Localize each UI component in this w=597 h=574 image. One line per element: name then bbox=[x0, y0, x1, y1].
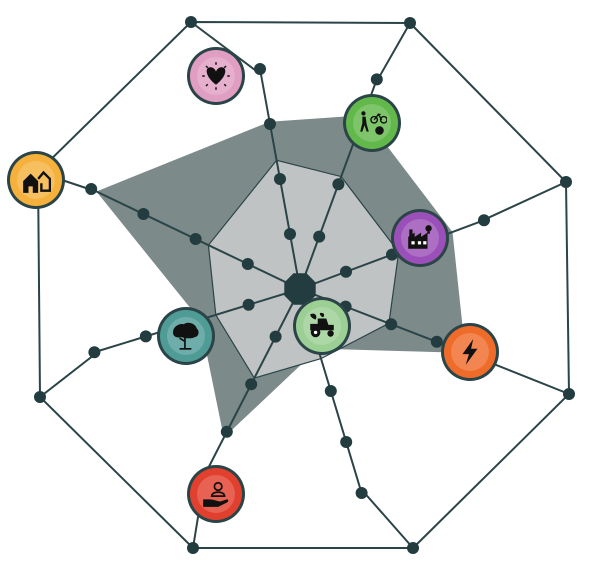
node-nature-3 bbox=[139, 330, 152, 343]
node-energy-3 bbox=[430, 335, 443, 348]
vertex-link-5 bbox=[39, 349, 101, 398]
node-housing-3 bbox=[137, 208, 150, 220]
node-health-1 bbox=[284, 228, 296, 240]
node-nature-4 bbox=[88, 346, 101, 359]
node-agriculture-3 bbox=[340, 436, 353, 448]
center-hub bbox=[284, 273, 316, 305]
vertex-node-4 bbox=[187, 542, 199, 554]
node-housing-4 bbox=[85, 183, 98, 195]
vertex-node-1 bbox=[560, 176, 572, 188]
node-social-3 bbox=[220, 425, 233, 438]
node-transport-2 bbox=[332, 178, 345, 191]
node-health-3 bbox=[264, 118, 276, 130]
vertex-node-2 bbox=[563, 388, 575, 400]
vertex-link-1 bbox=[478, 181, 567, 223]
vertex-node-0 bbox=[404, 17, 416, 29]
vertex-node-5 bbox=[34, 391, 46, 403]
vertex-node-3 bbox=[407, 542, 419, 554]
hand-person-icon-badge bbox=[190, 468, 242, 520]
node-housing-2 bbox=[189, 233, 202, 245]
node-industry-1 bbox=[340, 265, 352, 278]
node-nature-1 bbox=[242, 298, 255, 311]
node-health-2 bbox=[274, 173, 286, 185]
vertex-link-7 bbox=[190, 21, 262, 76]
node-social-2 bbox=[245, 378, 258, 391]
node-transport-4 bbox=[370, 73, 383, 86]
vertex-link-3 bbox=[359, 487, 414, 549]
hand-person-icon-highlight bbox=[197, 475, 235, 513]
vertex-node-7 bbox=[185, 16, 197, 28]
vertex-link-0 bbox=[374, 22, 411, 86]
node-health-4 bbox=[254, 63, 266, 75]
node-housing-1 bbox=[241, 258, 254, 270]
node-transport-1 bbox=[313, 230, 326, 243]
node-social-1 bbox=[269, 330, 282, 343]
node-industry-4 bbox=[478, 214, 490, 227]
node-agriculture-2 bbox=[324, 385, 337, 397]
node-energy-2 bbox=[385, 318, 398, 331]
node-agriculture-4 bbox=[355, 487, 368, 499]
